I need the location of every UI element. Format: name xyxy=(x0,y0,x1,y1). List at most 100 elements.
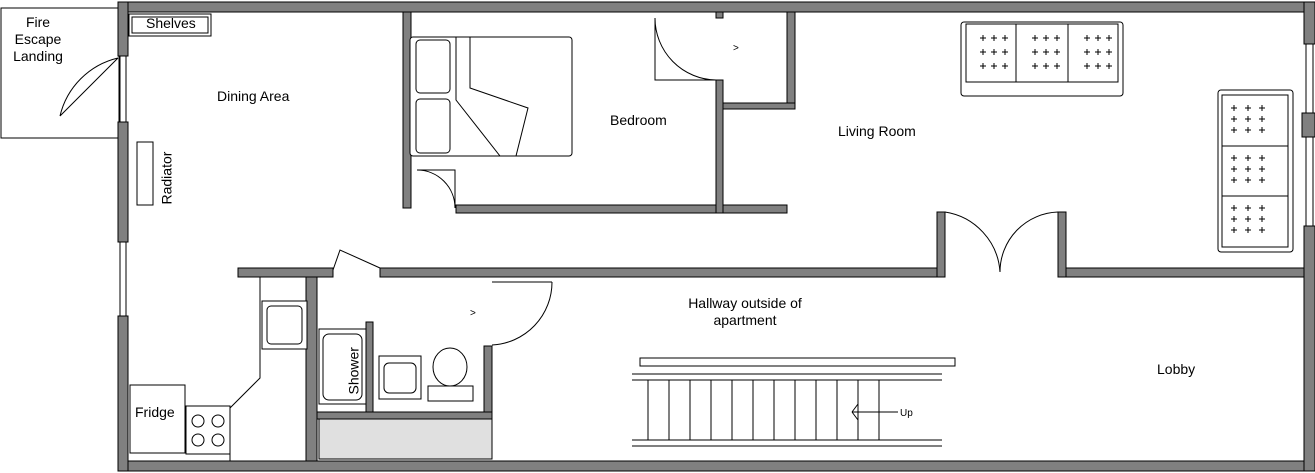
hallway-label: Hallway outside of apartment xyxy=(688,295,802,328)
sofa-top-seat xyxy=(965,23,1119,83)
cushion-plus xyxy=(1002,35,1008,41)
cushion-plus xyxy=(1095,63,1101,69)
cushion-plus xyxy=(1106,63,1112,69)
stair-steps xyxy=(647,380,880,440)
cushion-plus xyxy=(980,63,986,69)
bath-wall-right xyxy=(483,345,493,413)
cushion-plus xyxy=(1054,49,1060,55)
cushion-plus xyxy=(1043,35,1049,41)
toilet-bowl xyxy=(432,347,468,387)
cushion-plus xyxy=(1002,49,1008,55)
dining-area-label: Dining Area xyxy=(217,88,290,104)
kitchen-wall xyxy=(305,276,318,462)
bedroom-wall-right xyxy=(715,79,724,214)
stair-handrails xyxy=(632,373,942,447)
cushion-plus xyxy=(1231,216,1237,222)
kitchen-sink-basin xyxy=(266,305,303,345)
cushion-plus xyxy=(1259,155,1265,161)
bath-door-top[interactable] xyxy=(332,249,381,271)
wall-left-1 xyxy=(117,1,129,57)
cushion-plus xyxy=(1231,155,1237,161)
hall-wall-1 xyxy=(237,267,334,278)
toilet-tank xyxy=(427,385,474,402)
wall-right-2 xyxy=(1303,225,1315,472)
cushion-plus xyxy=(1259,127,1265,133)
cushion-plus xyxy=(1245,155,1251,161)
bedroom-wall-bottom xyxy=(455,204,788,214)
cushion-plus xyxy=(1032,35,1038,41)
cushion-plus xyxy=(1043,49,1049,55)
bath-sink-basin xyxy=(383,362,417,394)
cushion-plus xyxy=(1259,205,1265,211)
cushion-plus xyxy=(1002,63,1008,69)
wall-bottom xyxy=(117,460,1315,472)
closet-wall-bottom xyxy=(722,102,796,110)
cushion-plus xyxy=(991,35,997,41)
cushion-plus xyxy=(1259,105,1265,111)
cushion-plus xyxy=(991,49,997,55)
burner-3 xyxy=(191,433,205,447)
cushion-plus xyxy=(1245,127,1251,133)
cushion-plus xyxy=(1231,105,1237,111)
cushion-plus xyxy=(1231,177,1237,183)
bath-arrow: > xyxy=(470,308,476,319)
blanket xyxy=(455,36,529,157)
sofa-right-seat xyxy=(1221,94,1289,248)
cushion-plus xyxy=(1084,49,1090,55)
cushion-plus xyxy=(1095,49,1101,55)
radiator-box xyxy=(136,141,154,206)
burner-2 xyxy=(211,414,225,428)
radiator-label: Radiator xyxy=(158,151,175,205)
cushion-plus xyxy=(1245,227,1251,233)
window-mullion xyxy=(1301,112,1315,138)
door-jamb-right xyxy=(1057,211,1067,278)
fire-escape-door[interactable] xyxy=(59,57,119,117)
burner-1 xyxy=(191,414,205,428)
shelves-inner xyxy=(131,16,209,34)
pillow-top xyxy=(415,39,451,94)
cushion-plus xyxy=(1259,177,1265,183)
cushion-plus xyxy=(1231,205,1237,211)
cushion-plus xyxy=(1231,166,1237,172)
closet-door[interactable] xyxy=(654,17,717,81)
hall-wall-3 xyxy=(1061,267,1305,278)
fire-escape-outline xyxy=(0,7,120,139)
bath-door[interactable] xyxy=(491,281,553,346)
stairs-up-arrow xyxy=(851,403,898,421)
bedroom-door[interactable] xyxy=(416,169,456,209)
stove xyxy=(185,405,231,455)
fridge-label: Fridge xyxy=(135,404,175,420)
cushion-plus xyxy=(1106,49,1112,55)
cushion-plus xyxy=(1245,166,1251,172)
pillow-bottom xyxy=(415,98,451,154)
window-left-2 xyxy=(119,241,127,317)
bedroom-label: Bedroom xyxy=(610,112,667,128)
cushion-plus xyxy=(1032,63,1038,69)
cushion-plus xyxy=(1054,35,1060,41)
living-room-label: Living Room xyxy=(838,123,916,139)
hall-wall-2 xyxy=(379,267,943,278)
cushion-plus xyxy=(1032,49,1038,55)
cushion-plus xyxy=(1245,177,1251,183)
closet-jamb xyxy=(715,11,724,19)
door-left-leaf[interactable] xyxy=(944,211,1001,273)
cushion-plus xyxy=(1231,127,1237,133)
shelves-label: Shelves xyxy=(146,15,196,31)
cushion-plus xyxy=(1106,35,1112,41)
cushion-plus xyxy=(980,35,986,41)
burner-4 xyxy=(211,433,225,447)
window-left-1 xyxy=(119,55,127,123)
cushion-plus xyxy=(980,49,986,55)
door-jamb-left xyxy=(936,211,946,278)
cushion-plus xyxy=(1259,216,1265,222)
cabinet-hatch xyxy=(318,418,493,460)
wall-right-1 xyxy=(1303,1,1315,45)
shower-basin xyxy=(322,333,363,401)
closet-arrow: > xyxy=(733,43,739,54)
cushion-plus xyxy=(1245,216,1251,222)
door-right-leaf[interactable] xyxy=(999,211,1059,273)
fire-escape-label: Fire Escape Landing xyxy=(13,14,63,64)
cushion-plus xyxy=(1245,205,1251,211)
cushion-plus xyxy=(991,63,997,69)
